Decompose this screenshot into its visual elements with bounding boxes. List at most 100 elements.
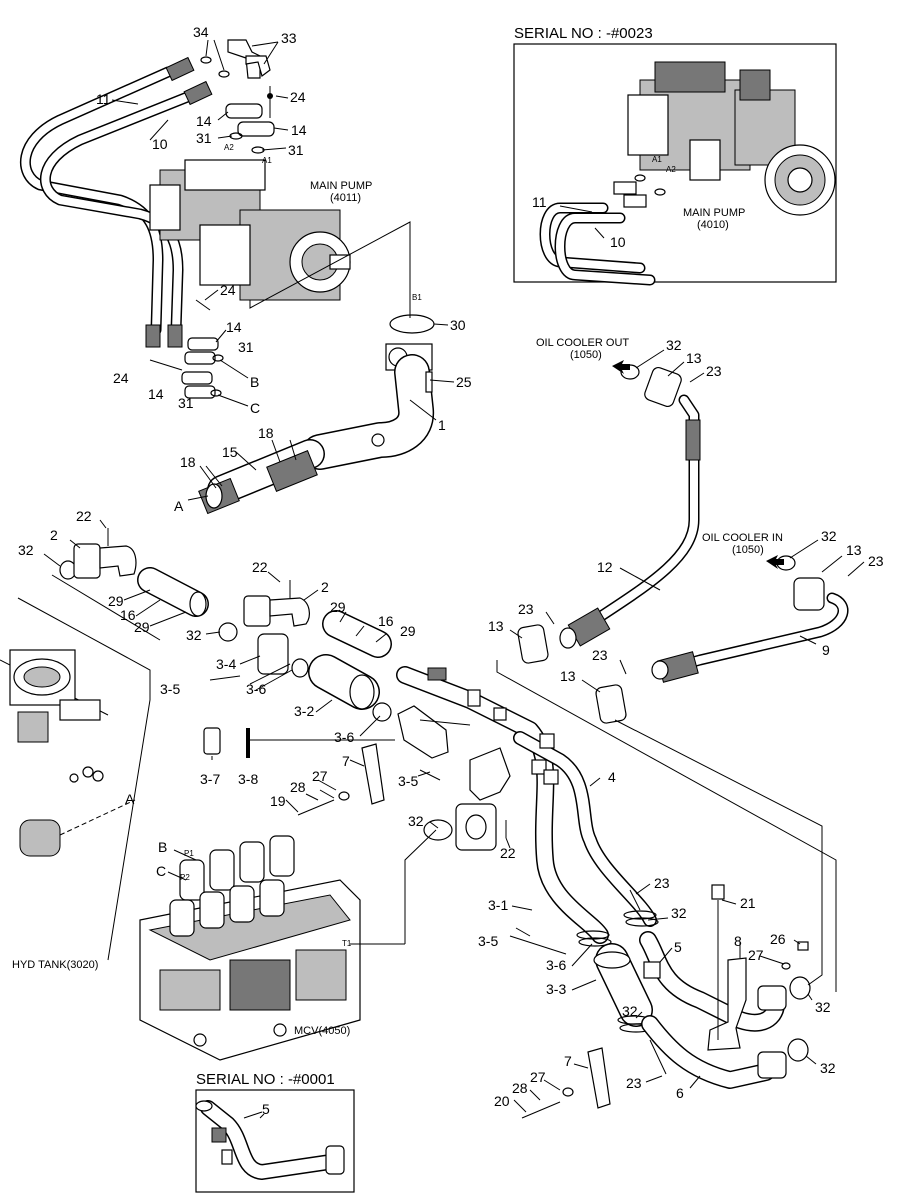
callout: 3-3 [546, 981, 566, 997]
callout: 13 [488, 618, 504, 634]
callout: 30 [450, 317, 466, 333]
callout: 4 [608, 769, 616, 785]
callout: 14 [226, 319, 242, 335]
callout: 2 [321, 579, 329, 595]
callout: 33 [281, 30, 297, 46]
callout: 21 [740, 895, 756, 911]
callout: 3-2 [294, 703, 314, 719]
mcv-label: MCV(4050) [294, 1025, 350, 1037]
callout: 2 [50, 527, 58, 543]
oil-cooler-hoses [496, 364, 849, 992]
callout: 23 [592, 647, 608, 663]
main-pump-4011-group: A2 A1 MAIN PUMP (4011) B1 [20, 39, 422, 407]
callout: 23 [518, 601, 534, 617]
callout: 29 [108, 593, 124, 609]
callout: 11 [532, 194, 547, 210]
callout: 19 [270, 793, 286, 809]
callout: 14 [148, 386, 164, 402]
arrow-icon [612, 360, 630, 374]
main-pump-4010-label-2: (4010) [697, 219, 729, 231]
main-pump-4011-label-2: (4011) [330, 192, 361, 204]
callout: 23 [626, 1075, 642, 1091]
callout: 3-7 [200, 771, 220, 787]
callout: 32 [671, 905, 687, 921]
return-pipes-lower [509, 884, 811, 1119]
callout: 26 [770, 931, 786, 947]
callout: 7 [342, 753, 350, 769]
callout: A [125, 791, 135, 807]
inset-serial-0023: SERIAL NO : -#0023 A1 A2 MAIN PUMP (4010… [513, 25, 837, 286]
callout: 23 [706, 363, 722, 379]
callout: 32 [186, 627, 202, 643]
callout: 18 [258, 425, 274, 441]
callout: 3-4 [216, 656, 236, 672]
callout: 3-5 [478, 933, 498, 949]
oil-cooler-out-label-1: OIL COOLER OUT [536, 337, 629, 349]
callout: 8 [734, 933, 742, 949]
callout: 27 [312, 768, 328, 784]
callout: 32 [408, 813, 424, 829]
callout: 29 [134, 619, 150, 635]
callout: 13 [560, 668, 576, 684]
callout: 32 [18, 542, 34, 558]
callout: 24 [220, 282, 236, 298]
callout: 6 [676, 1085, 684, 1101]
callout: 20 [494, 1093, 510, 1109]
callout: 3-5 [398, 773, 418, 789]
callout: 5 [262, 1101, 270, 1117]
callout: B [250, 374, 259, 390]
callout: 3-8 [238, 771, 258, 787]
callout: 3-1 [488, 897, 508, 913]
callout: 31 [178, 395, 194, 411]
callout: 31 [196, 130, 212, 146]
arrow-icon [766, 555, 784, 569]
port-a2-top: A2 [666, 165, 676, 174]
callout: 18 [180, 454, 196, 470]
callout: A [174, 498, 184, 514]
port-b1: B1 [412, 293, 422, 302]
callout: 31 [238, 339, 254, 355]
callout: 13 [686, 350, 702, 366]
suction-pipe-group [198, 314, 435, 515]
port-a2: A2 [224, 143, 234, 152]
callout: 32 [666, 337, 682, 353]
callout: 27 [748, 947, 764, 963]
inset-serial-0001: SERIAL NO : -#0001 [195, 1071, 355, 1193]
callout-numbers: 34 33 11 10 24 14 14 31 31 24 14 31 24 B… [18, 24, 884, 1117]
hyd-tank-label: HYD TANK(3020) [12, 959, 98, 971]
callout: 22 [76, 508, 92, 524]
callout: 3-6 [246, 681, 266, 697]
callout: 32 [815, 999, 831, 1015]
port-a1-top: A1 [652, 155, 662, 164]
port-p1: P1 [184, 849, 194, 858]
callout: 1 [438, 417, 446, 433]
callout: 23 [654, 875, 670, 891]
inset-bottom-title: SERIAL NO : -#0001 [196, 1071, 335, 1088]
callout: C [156, 863, 166, 879]
callout: 32 [622, 1003, 638, 1019]
callout: 3-6 [546, 957, 566, 973]
callout: 5 [674, 939, 682, 955]
port-p2: P2 [180, 873, 190, 882]
callout: 27 [530, 1069, 546, 1085]
callout: 24 [113, 370, 129, 386]
callout: 32 [821, 528, 837, 544]
callout: 32 [820, 1060, 836, 1076]
callout: 7 [564, 1053, 572, 1069]
callout: 28 [512, 1080, 528, 1096]
callout: 31 [288, 142, 304, 158]
callout: 29 [400, 623, 416, 639]
callout: 12 [597, 559, 613, 575]
callout: 14 [291, 122, 307, 138]
port-a1: A1 [262, 156, 272, 165]
oil-cooler-in-label-1: OIL COOLER IN [702, 532, 783, 544]
callout: B [158, 839, 167, 855]
callout: 29 [330, 599, 346, 615]
callout: 22 [252, 559, 268, 575]
callout: 10 [610, 234, 626, 250]
callout: 15 [222, 444, 238, 460]
callout: 3-6 [334, 729, 354, 745]
callout: 22 [500, 845, 516, 861]
oil-cooler-in-label-2: (1050) [732, 544, 764, 556]
callout: C [250, 400, 260, 416]
